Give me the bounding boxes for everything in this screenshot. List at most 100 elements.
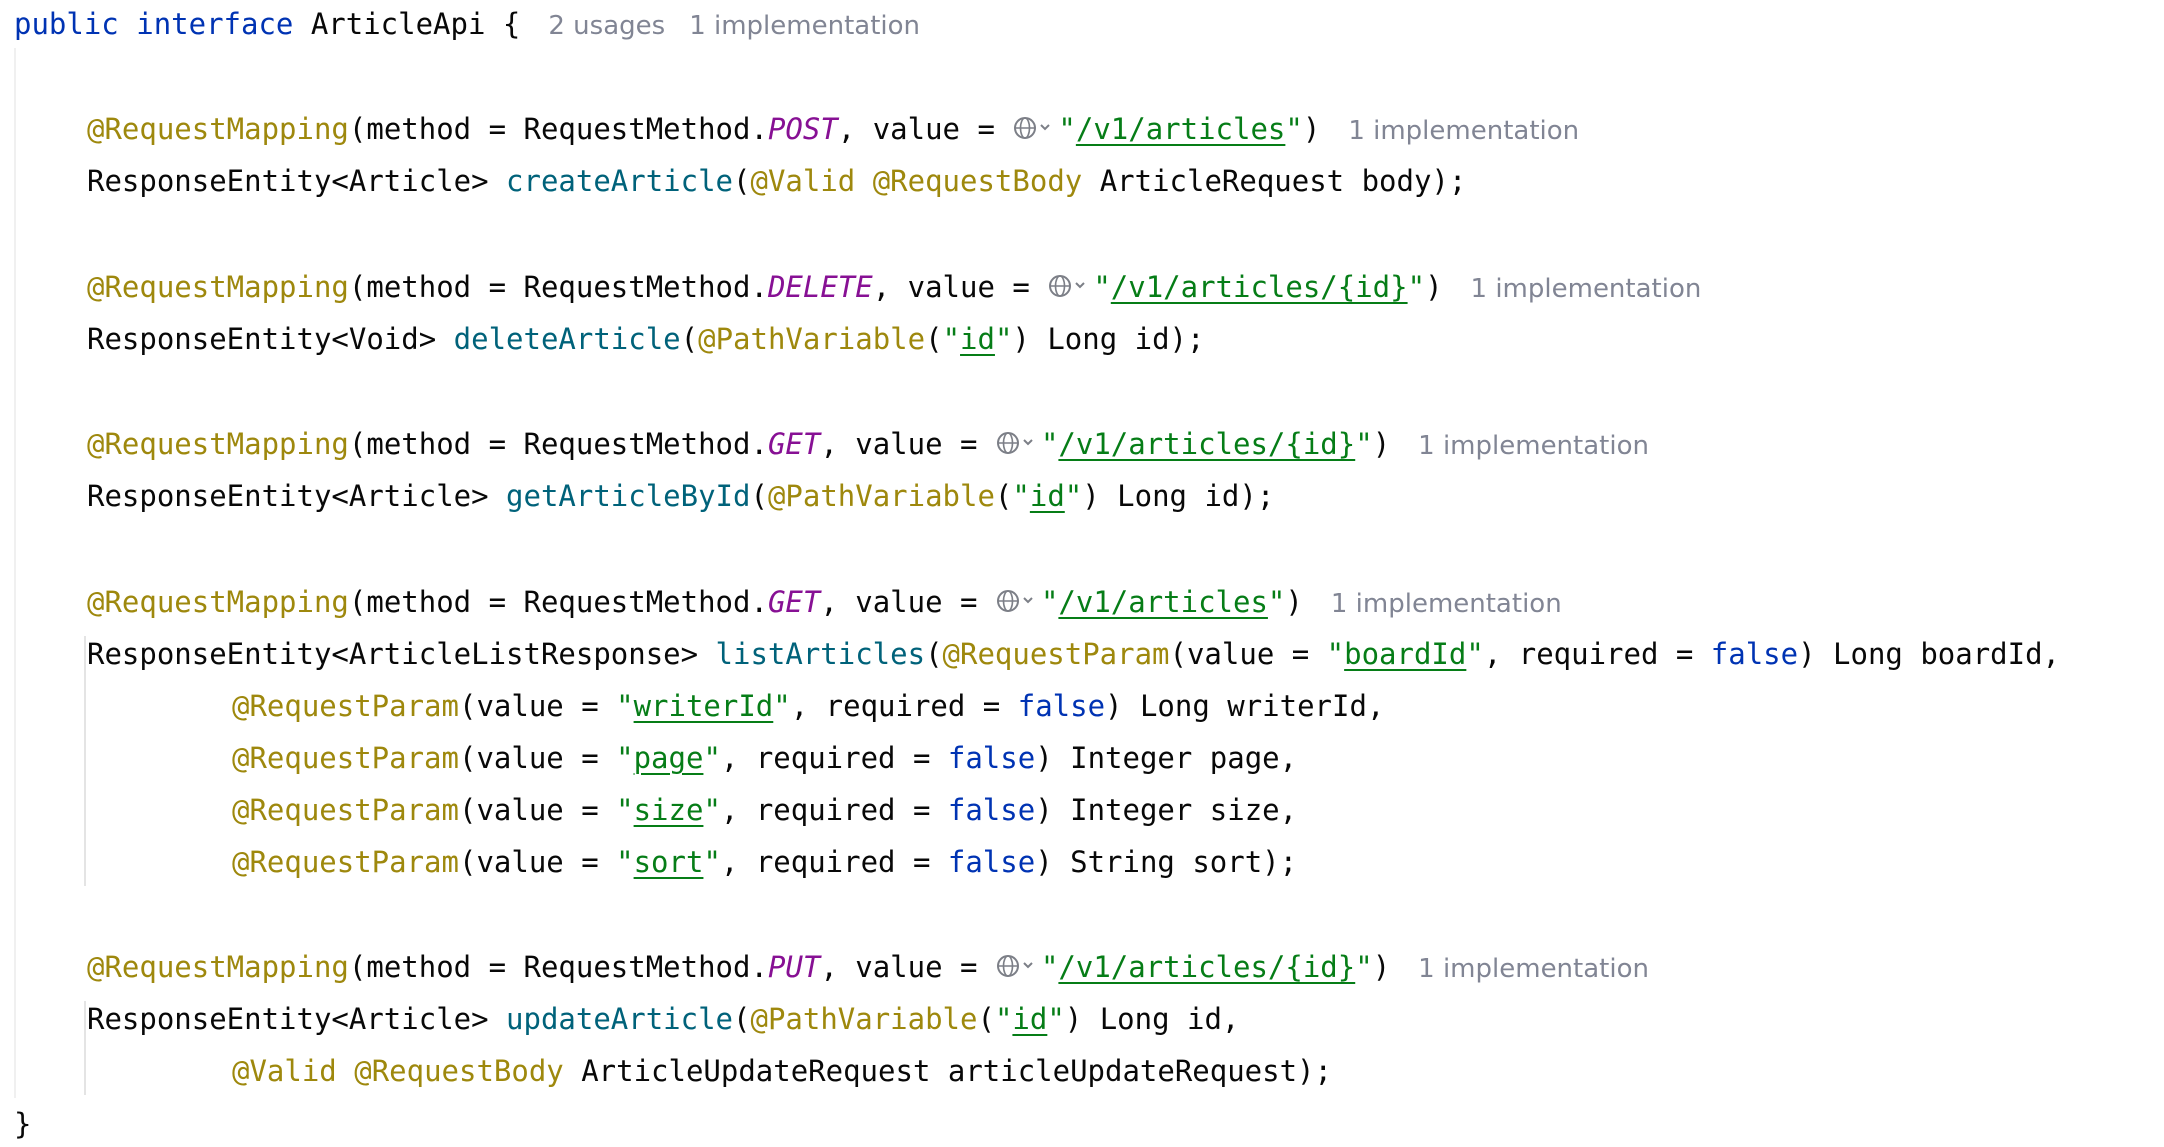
param-name-page[interactable]: page: [633, 741, 704, 775]
params-tail: ) Long id);: [1082, 479, 1275, 513]
value-arg: , value =: [837, 112, 1013, 146]
annotation-valid[interactable]: @Valid: [750, 164, 856, 198]
param-name-board-id[interactable]: boardId: [1344, 637, 1467, 671]
code-line-param-writer-id: @RequestParam(value = "writerId", requir…: [232, 689, 1385, 723]
indent-guide-update-params: [84, 1001, 86, 1095]
quote: ": [1407, 270, 1426, 304]
method-name-update-article[interactable]: updateArticle: [506, 1002, 734, 1036]
endpoint-path-link[interactable]: /v1/articles/{id}: [1058, 427, 1356, 461]
param-name-sort[interactable]: sort: [633, 845, 704, 879]
annotation-path-variable[interactable]: @PathVariable: [767, 479, 995, 513]
endpoint-path-link[interactable]: /v1/articles: [1075, 112, 1286, 146]
code-line-param-size: @RequestParam(value = "size", required =…: [232, 793, 1298, 827]
annotation-request-mapping[interactable]: @RequestMapping: [87, 585, 349, 619]
annotation-request-body[interactable]: @RequestBody: [354, 1054, 564, 1088]
path-variable-id-link[interactable]: id: [1029, 479, 1065, 513]
method-name-get-article-by-id[interactable]: getArticleById: [506, 479, 751, 513]
indent-guide-interface-body: [14, 48, 16, 1098]
open-brace: {: [485, 7, 521, 41]
code-line-mapping-delete: @RequestMapping(method = RequestMethod.D…: [87, 264, 1701, 310]
keyword-false: false: [947, 741, 1036, 775]
usages-hint[interactable]: 2 usages: [548, 11, 666, 41]
code-line-mapping-create: @RequestMapping(method = RequestMethod.P…: [87, 106, 1579, 152]
path-variable-id-link[interactable]: id: [1012, 1002, 1048, 1036]
return-type: ResponseEntity<Article>: [87, 164, 507, 198]
keyword-false: false: [947, 793, 1036, 827]
code-line-mapping-list: @RequestMapping(method = RequestMethod.G…: [87, 579, 1562, 625]
annotation-request-param[interactable]: @RequestParam: [232, 741, 459, 775]
param-name-writer-id[interactable]: writerId: [633, 689, 774, 723]
globe-icon[interactable]: [995, 429, 1039, 457]
annotation-request-mapping[interactable]: @RequestMapping: [87, 427, 349, 461]
code-line-update-body-param: @Valid @RequestBody ArticleUpdateRequest…: [232, 1048, 1332, 1094]
globe-icon[interactable]: [1047, 272, 1091, 300]
continuation-tail: ArticleUpdateRequest articleUpdateReques…: [563, 1054, 1332, 1088]
code-line-mapping-get: @RequestMapping(method = RequestMethod.G…: [87, 421, 1649, 467]
implementation-hint[interactable]: 1 implementation: [1418, 954, 1649, 984]
annotation-request-body[interactable]: @RequestBody: [872, 164, 1083, 198]
annotation-path-variable[interactable]: @PathVariable: [750, 1002, 978, 1036]
http-method-delete[interactable]: DELETE: [767, 270, 873, 304]
path-variable-id-link[interactable]: id: [960, 322, 995, 356]
return-type: ResponseEntity<Article>: [87, 479, 507, 513]
method-name-list-articles[interactable]: listArticles: [715, 637, 926, 671]
implementations-hint[interactable]: 1 implementation: [689, 11, 921, 41]
annotation-path-variable[interactable]: @PathVariable: [698, 322, 926, 356]
globe-icon[interactable]: [995, 952, 1039, 980]
endpoint-path-link[interactable]: /v1/articles/{id}: [1058, 950, 1356, 984]
annotation-request-param[interactable]: @RequestParam: [232, 689, 459, 723]
annotation-request-param[interactable]: @RequestParam: [232, 845, 459, 879]
quote: ": [1355, 427, 1373, 461]
param-tail: ) Integer page,: [1035, 741, 1298, 775]
method-arg: (method = RequestMethod.: [348, 950, 768, 984]
implementation-hint[interactable]: 1 implementation: [1348, 116, 1580, 146]
method-arg: (method = RequestMethod.: [348, 112, 768, 146]
close-paren: ): [1372, 427, 1391, 461]
http-method-post[interactable]: POST: [767, 112, 838, 146]
interface-name[interactable]: ArticleApi: [310, 7, 486, 41]
http-method-get[interactable]: GET: [767, 585, 821, 619]
method-arg: (method = RequestMethod.: [348, 270, 768, 304]
quote: ": [1040, 427, 1059, 461]
annotation-request-mapping[interactable]: @RequestMapping: [87, 112, 349, 146]
keyword-interface: interface: [136, 7, 294, 41]
value-arg: , value =: [820, 585, 995, 619]
keyword-false: false: [1017, 689, 1106, 723]
annotation-request-mapping[interactable]: @RequestMapping: [87, 270, 349, 304]
implementation-hint[interactable]: 1 implementation: [1330, 589, 1562, 619]
method-arg: (method = RequestMethod.: [348, 427, 768, 461]
quote: ": [1040, 950, 1059, 984]
annotation-request-mapping[interactable]: @RequestMapping: [87, 950, 349, 984]
http-method-put[interactable]: PUT: [767, 950, 821, 984]
close-brace: }: [14, 1107, 32, 1141]
code-line-signature-create: ResponseEntity<Article> createArticle(@V…: [87, 164, 1467, 198]
code-line-signature-list: ResponseEntity<ArticleListResponse> list…: [87, 637, 2061, 671]
annotation-request-param[interactable]: @RequestParam: [232, 793, 459, 827]
method-arg: (method = RequestMethod.: [348, 585, 768, 619]
param-tail: ) Long writerId,: [1105, 689, 1385, 723]
endpoint-path-link[interactable]: /v1/articles/{id}: [1110, 270, 1408, 304]
http-method-get[interactable]: GET: [767, 427, 821, 461]
globe-icon[interactable]: [1012, 114, 1056, 142]
annotation-request-param[interactable]: @RequestParam: [942, 637, 1170, 671]
quote: ": [1355, 950, 1373, 984]
close-paren: ): [1302, 112, 1321, 146]
method-name-create-article[interactable]: createArticle: [506, 164, 734, 198]
annotation-valid[interactable]: @Valid: [232, 1054, 337, 1088]
method-name-delete-article[interactable]: deleteArticle: [453, 322, 681, 356]
code-line-mapping-update: @RequestMapping(method = RequestMethod.P…: [87, 944, 1649, 990]
params-tail: ) Long id);: [1012, 322, 1205, 356]
close-paren: ): [1285, 585, 1303, 619]
param-tail: ) Long boardId,: [1798, 637, 2061, 671]
implementation-hint[interactable]: 1 implementation: [1418, 431, 1649, 461]
param-name-size[interactable]: size: [633, 793, 704, 827]
implementation-hint[interactable]: 1 implementation: [1470, 274, 1702, 304]
code-line-signature-delete: ResponseEntity<Void> deleteArticle(@Path…: [87, 322, 1205, 356]
value-arg: , value =: [820, 427, 995, 461]
return-type: ResponseEntity<ArticleListResponse>: [87, 637, 716, 671]
globe-icon[interactable]: [995, 587, 1039, 615]
quote: ": [1267, 585, 1286, 619]
endpoint-path-link[interactable]: /v1/articles: [1058, 585, 1268, 619]
code-line-param-sort: @RequestParam(value = "sort", required =…: [232, 845, 1298, 879]
